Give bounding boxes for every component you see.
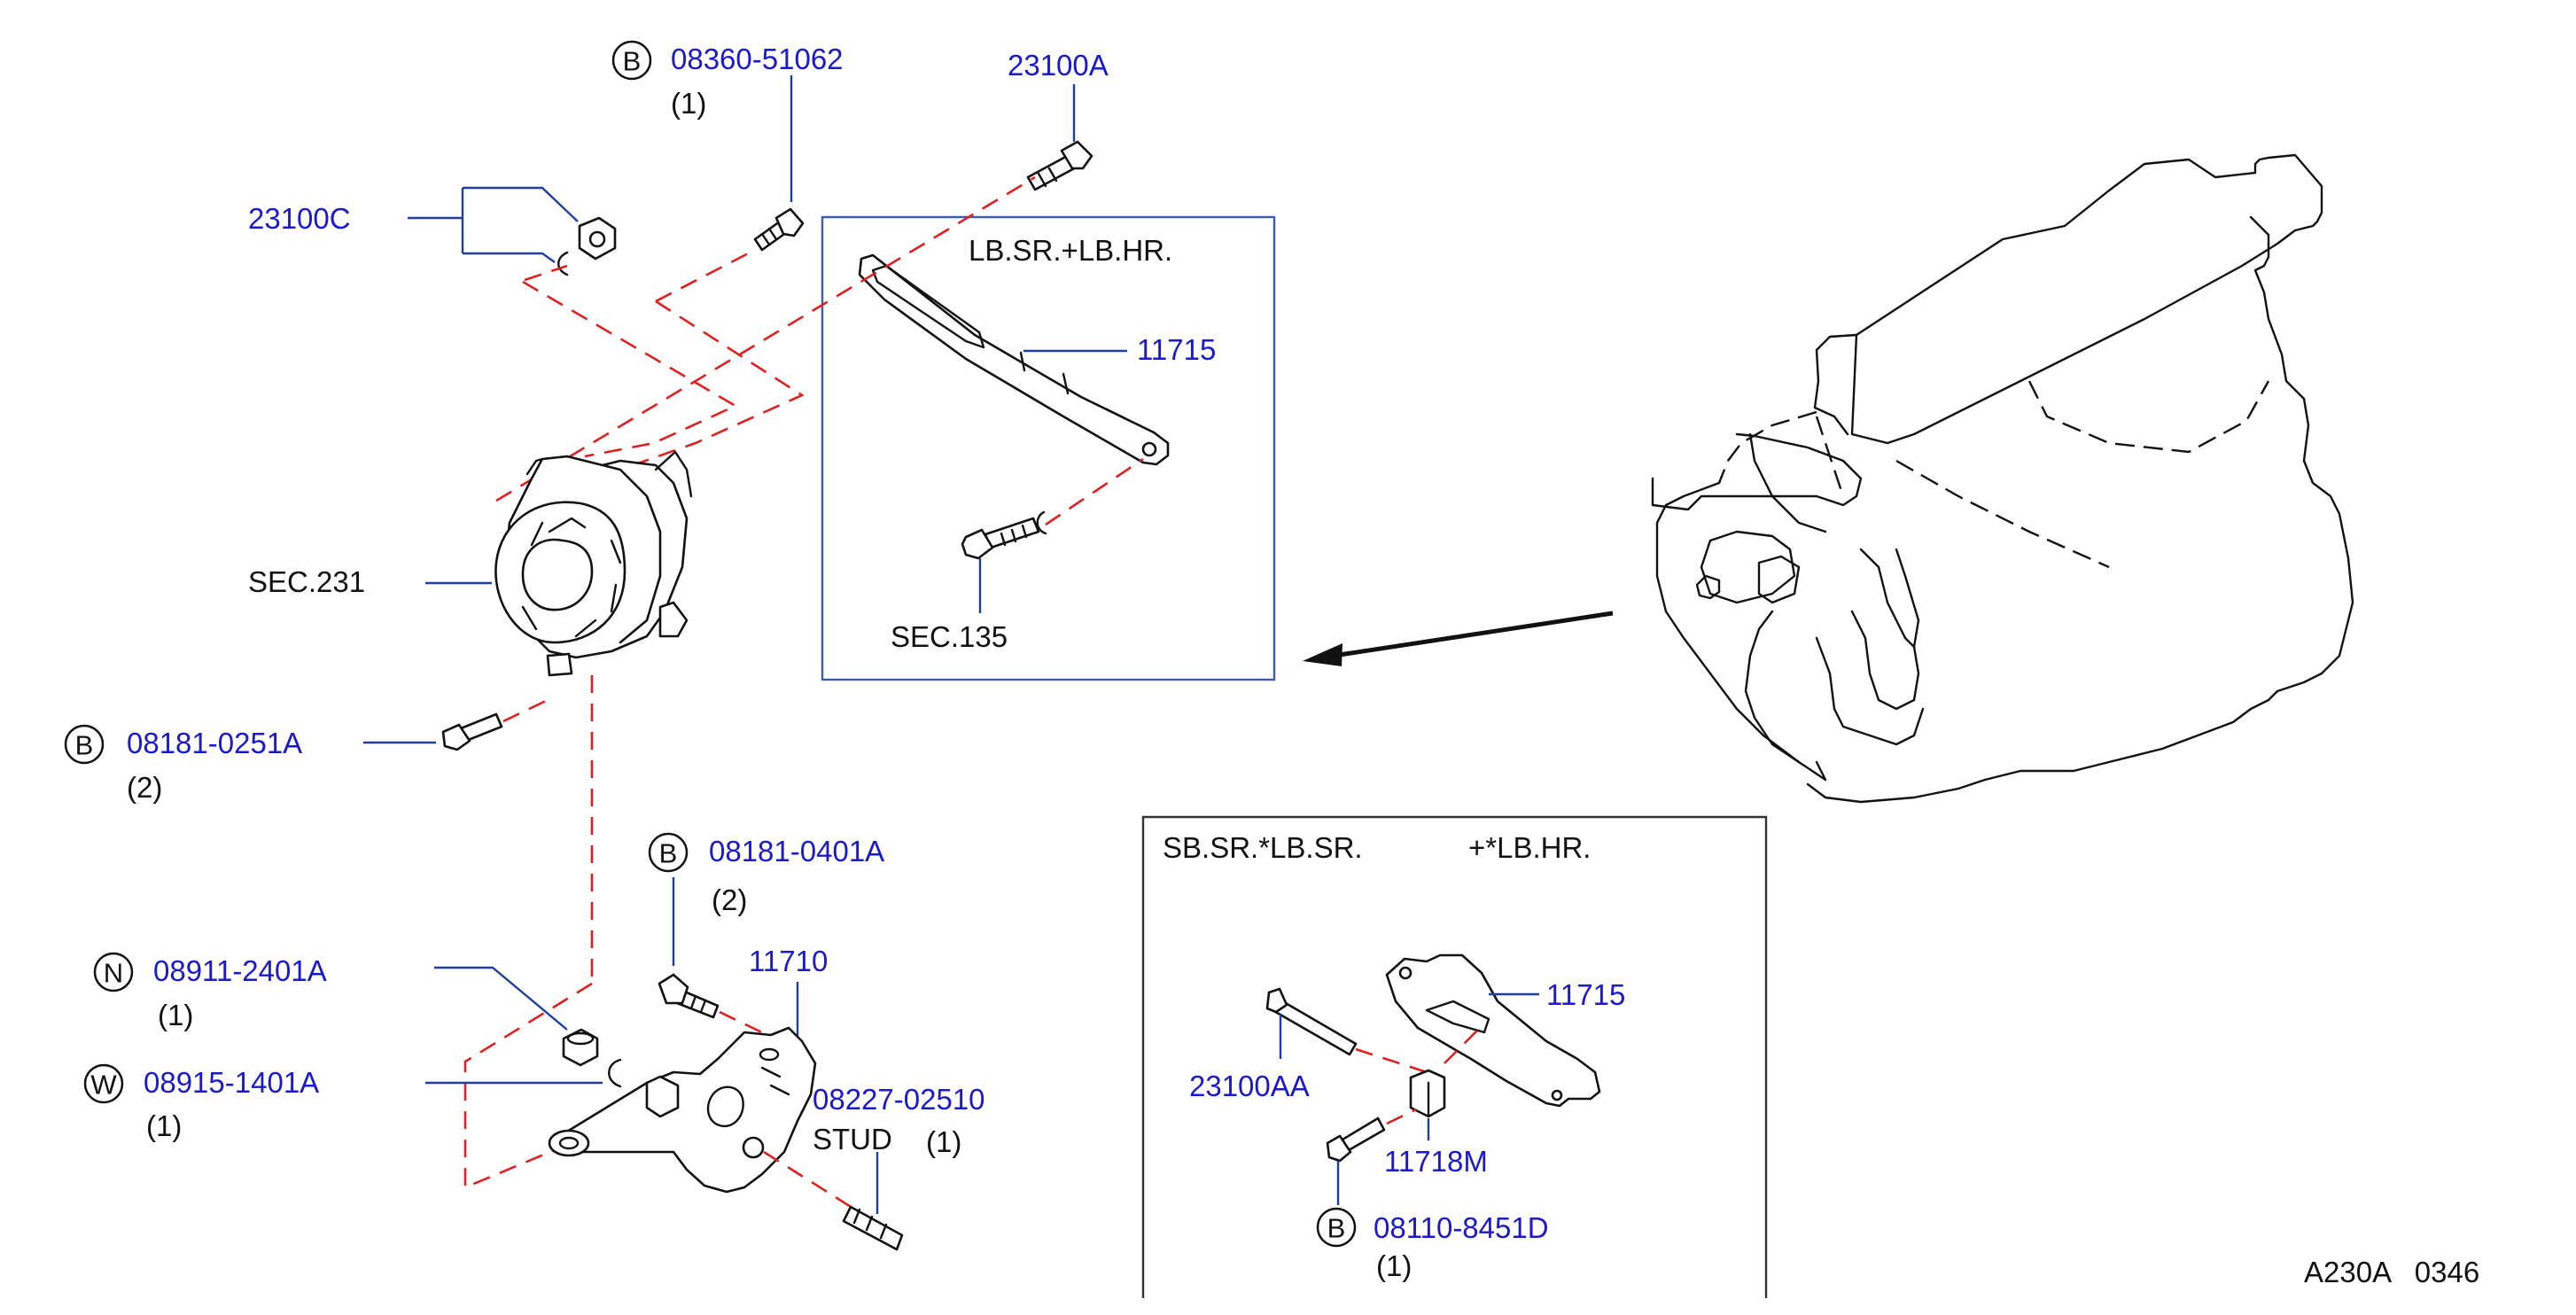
bolt-sec-135 xyxy=(961,510,1047,560)
part-08911-2401a: 08911-2401A xyxy=(153,954,327,987)
part-08181-0251a: 08181-0251A xyxy=(127,727,302,759)
alternator-assembly xyxy=(494,450,693,677)
detail-box-sb-sr xyxy=(1141,815,1768,1298)
direction-arrow xyxy=(1303,611,1614,666)
box2-title-a: SB.SR.*LB.SR. xyxy=(1163,831,1363,864)
marker-b-0836: B xyxy=(611,40,652,81)
sec-135-label: SEC.135 xyxy=(891,620,1008,653)
box2-title-b: +*LB.HR. xyxy=(1468,831,1591,864)
part-08911-2401a-qty: (1) xyxy=(158,999,193,1031)
marker-b-0811: B xyxy=(1316,1207,1357,1248)
part-08360-51062-qty: (1) xyxy=(671,87,706,120)
part-08110-8451d: 08110-8451D xyxy=(1374,1211,1549,1244)
svg-text:W: W xyxy=(90,1070,117,1101)
marker-b-0401: B xyxy=(648,832,689,873)
adjusting-bar-11715 xyxy=(858,253,1170,466)
part-23100c: 23100C xyxy=(248,202,351,235)
svg-text:N: N xyxy=(104,958,123,989)
part-11718m: 11718M xyxy=(1384,1145,1488,1178)
bolt-23100aa xyxy=(1265,987,1358,1056)
detail-box-lb-sr xyxy=(821,215,1276,681)
svg-text:B: B xyxy=(1327,1213,1346,1244)
engine-illustration xyxy=(1651,153,2354,804)
bracket-11715-bottom xyxy=(1385,953,1601,1108)
bracket-11710 xyxy=(548,1026,817,1194)
part-11710: 11710 xyxy=(749,945,828,977)
part-08915-1401a: 08915-1401A xyxy=(144,1066,319,1099)
part-08181-0251a-qty: (2) xyxy=(127,771,162,804)
sec-231-label: SEC.231 xyxy=(248,565,365,598)
bolt-08181-0401a xyxy=(658,973,720,1019)
part-23100a: 23100A xyxy=(1008,49,1109,82)
nut-08911-2401a xyxy=(562,1028,599,1067)
part-08227-02510: 08227-02510 xyxy=(813,1083,985,1116)
part-08181-0401a: 08181-0401A xyxy=(709,835,884,868)
marker-b-0251: B xyxy=(64,724,105,765)
box1-title: LB.SR.+LB.HR. xyxy=(969,234,1172,267)
part-08181-0401a-qty: (2) xyxy=(712,883,747,916)
bolt-23100a xyxy=(1026,140,1093,191)
bolt-08360-51062 xyxy=(753,207,805,252)
bolt-08181-0251a xyxy=(441,712,503,751)
part-08915-1401a-qty: (1) xyxy=(146,1109,182,1142)
part-23100aa: 23100AA xyxy=(1189,1070,1310,1102)
stud-label: STUD xyxy=(813,1123,892,1155)
svg-text:B: B xyxy=(75,730,94,761)
svg-text:B: B xyxy=(659,838,678,869)
bolt-08110-8451d xyxy=(1326,1117,1386,1163)
part-11715-top: 11715 xyxy=(1137,333,1216,366)
marker-w-0891: W xyxy=(83,1063,124,1104)
stud-08227-02510 xyxy=(842,1205,904,1251)
stud-qty: (1) xyxy=(926,1125,961,1158)
svg-text:B: B xyxy=(623,46,642,77)
washer-08915-1401a xyxy=(608,1058,622,1088)
part-08110-8451d-qty: (1) xyxy=(1376,1249,1412,1282)
part-08360-51062: 08360-51062 xyxy=(671,43,844,75)
part-11715-bottom: 11715 xyxy=(1546,978,1625,1011)
nut-23100c xyxy=(557,216,617,276)
spacer-11718m xyxy=(1409,1069,1446,1118)
marker-n-0891: N xyxy=(93,952,134,992)
figure-code: A230A 0346 xyxy=(2304,1256,2479,1288)
